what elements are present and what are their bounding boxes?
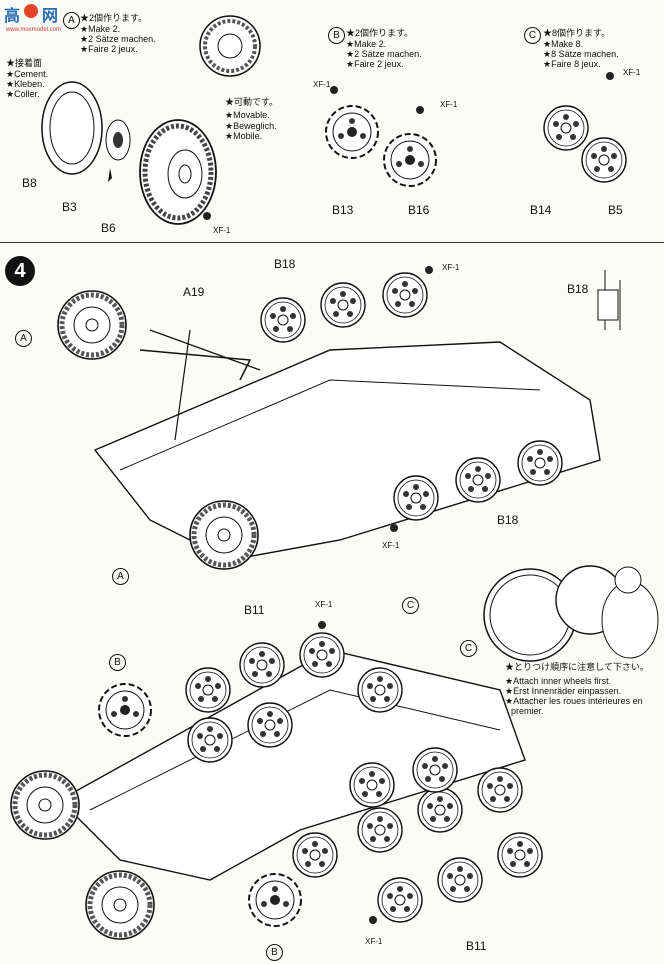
note-c-line-3: ★8 Sätze machen. [543, 49, 619, 59]
part-b16-label: B16 [408, 203, 430, 217]
marker-b-step-bottom: B [266, 944, 283, 961]
cement-line-3: ★Kleben. [6, 79, 45, 89]
marker-b-top: B [328, 27, 345, 44]
chassis-drawing-upper [58, 266, 621, 569]
note-a-line-3: ★2 Sätze machen. [80, 34, 156, 44]
note-c-line-4: ★Faire 8 jeux. [543, 59, 601, 69]
paint-xf1-b11: XF-1 [315, 600, 333, 609]
note-attach-line-1: ★とりつけ順序に注意して下さい。 [505, 662, 649, 672]
watermark-url: www.moxmodel.com [6, 27, 62, 33]
sub-assembly-b-drawing [325, 86, 437, 187]
note-b-line-3: ★2 Sätze machen. [346, 49, 422, 59]
movable-line-3: ★Beweglich. [225, 121, 277, 131]
part-b5-label: B5 [608, 203, 623, 217]
note-b-line-2: ★Make 2. [346, 39, 387, 49]
step-number-badge: 4 [5, 256, 35, 286]
part-a19-label: A19 [183, 285, 205, 299]
chassis-drawing-lower [11, 565, 659, 939]
note-attach-line-5: premier. [511, 706, 544, 716]
movable-line-4: ★Mobile. [225, 131, 263, 141]
note-c-line-1: ★8個作ります。 [543, 28, 611, 38]
watermark-dot-icon [24, 4, 38, 18]
paint-xf1-a: XF-1 [213, 226, 231, 235]
sub-assembly-c-drawing [543, 72, 627, 183]
section-divider [0, 242, 664, 243]
note-c-line-2: ★Make 8. [543, 39, 584, 49]
note-b-line-1: ★2個作ります。 [346, 28, 414, 38]
part-b18-top-label: B18 [274, 257, 296, 271]
watermark-mark: 高 [4, 8, 21, 25]
marker-c-step-top: C [402, 597, 419, 614]
watermark-logo: 高 网 www.moxmodel.com [2, 2, 80, 36]
note-attach-line-4: ★Attacher les roues intérieures en [505, 696, 643, 706]
marker-a-top: A [63, 12, 80, 29]
cement-line-1: ★接着面 [6, 58, 43, 68]
part-b6-label: B6 [101, 221, 116, 235]
note-b-line-4: ★Faire 2 jeux. [346, 59, 404, 69]
paint-xf1-b1: XF-1 [313, 80, 331, 89]
note-a-line-1: ★2個作ります。 [80, 13, 148, 23]
paint-xf1-b2: XF-1 [440, 100, 458, 109]
part-b11-top-label: B11 [244, 603, 265, 617]
note-attach-line-2: ★Attach inner wheels first. [505, 676, 612, 686]
part-b11-bottom-label: B11 [466, 939, 487, 953]
paint-xf1-step-mid: XF-1 [382, 541, 400, 550]
paint-xf1-step-bottom: XF-1 [365, 937, 383, 946]
marker-a-step-bottom: A [112, 568, 129, 585]
watermark-mark-2: 网 [42, 8, 59, 25]
note-a-line-4: ★Faire 2 jeux. [80, 44, 138, 54]
note-attach-line-3: ★Erst Innenräder einpassen. [505, 686, 622, 696]
paint-xf1-step-top: XF-1 [442, 263, 460, 272]
cement-line-4: ★Coller. [6, 89, 40, 99]
marker-b-step-left: B [109, 654, 126, 671]
part-b8-label: B8 [22, 176, 37, 190]
paint-xf1-c: XF-1 [623, 68, 641, 77]
part-b18-inset-label: B18 [567, 282, 589, 296]
marker-a-step-left: A [15, 330, 32, 347]
movable-line-2: ★Movable. [225, 110, 270, 120]
note-a-line-2: ★Make 2. [80, 24, 121, 34]
part-b3-label: B3 [62, 200, 77, 214]
cement-line-2: ★Cement. [6, 69, 49, 79]
movable-line-1: ★可動です。 [225, 97, 279, 107]
part-b13-label: B13 [332, 203, 354, 217]
part-b14-label: B14 [530, 203, 552, 217]
marker-c-top: C [524, 27, 541, 44]
marker-c-step-mid: C [460, 640, 477, 657]
sub-assembly-a-drawing [41, 15, 261, 225]
part-b18-bottom-label: B18 [497, 513, 519, 527]
